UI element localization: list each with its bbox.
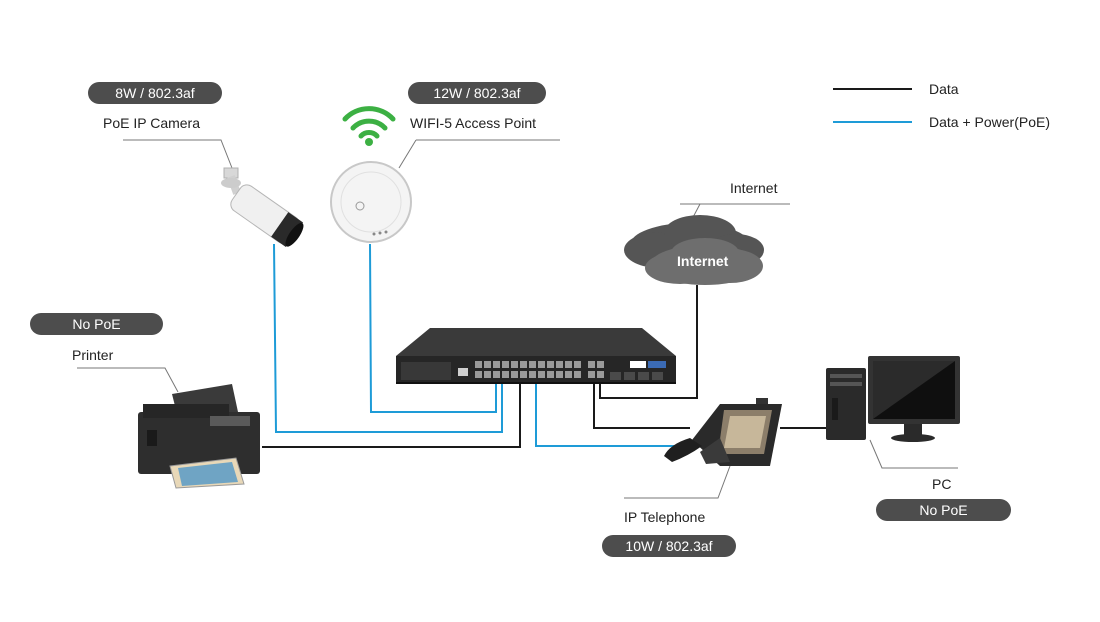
camera-poe-cable: [273, 243, 503, 433]
ethernet-port: [547, 361, 554, 368]
access-point-label: WIFI-5 Access Point: [410, 115, 537, 131]
camera-power-badge: 8W / 802.3af: [88, 82, 222, 104]
ethernet-port: [511, 371, 518, 378]
ethernet-port: [538, 361, 545, 368]
internet-data-cable: [599, 285, 698, 399]
ethernet-port: [529, 371, 536, 378]
access-point-icon: [330, 161, 412, 243]
phone-poe-cable: [535, 384, 690, 447]
ethernet-port: [493, 361, 500, 368]
sfp-port: [610, 372, 621, 380]
ethernet-port: [556, 371, 563, 378]
uplink-port: [588, 361, 595, 368]
uplink-port: [588, 371, 595, 378]
pc-label: PC: [932, 476, 952, 492]
phone-label: IP Telephone: [624, 509, 706, 525]
ethernet-port: [502, 371, 509, 378]
ethernet-port: [565, 361, 572, 368]
phone-power-badge: 10W / 802.3af: [602, 535, 736, 557]
camera-label: PoE IP Camera: [103, 115, 201, 131]
cloud-label: Internet: [677, 253, 729, 269]
camera-icon: [221, 167, 304, 248]
pc-power-badge: No PoE: [876, 499, 1011, 521]
sfp-port: [638, 372, 649, 380]
ethernet-port: [484, 361, 491, 368]
ethernet-port: [520, 361, 527, 368]
uplink-port: [597, 361, 604, 368]
ethernet-port: [493, 371, 500, 378]
ethernet-port: [484, 371, 491, 378]
cloud-icon: [624, 215, 764, 285]
ap-poe-cable: [369, 243, 497, 413]
leader-lines: [77, 139, 958, 499]
uplink-port: [597, 371, 604, 378]
switch-icon: [396, 328, 676, 384]
printer-data-cable: [262, 384, 521, 448]
cables: [262, 243, 828, 448]
internet-label: Internet: [730, 180, 778, 196]
ethernet-port: [556, 361, 563, 368]
printer-label: Printer: [72, 347, 114, 363]
ethernet-port: [574, 371, 581, 378]
wifi-dot: [365, 138, 373, 146]
sfp-port: [652, 372, 663, 380]
ethernet-port: [574, 361, 581, 368]
phone-data-cable: [593, 384, 690, 429]
ethernet-port: [511, 361, 518, 368]
ethernet-port: [475, 361, 482, 368]
ethernet-port: [547, 371, 554, 378]
legend-poe-label: Data + Power(PoE): [929, 114, 1050, 130]
ethernet-port: [475, 371, 482, 378]
ethernet-port: [538, 371, 545, 378]
ethernet-port: [502, 361, 509, 368]
computer-icon: [826, 356, 960, 442]
ethernet-port: [529, 361, 536, 368]
ethernet-port: [565, 371, 572, 378]
printer-icon: [138, 384, 260, 489]
legend-data-label: Data: [929, 81, 959, 97]
switch-ports: [475, 361, 663, 380]
wifi-icon: [342, 106, 396, 139]
phone-icon: [664, 398, 782, 466]
ap-power-badge: 12W / 802.3af: [408, 82, 546, 104]
printer-power-badge: No PoE: [30, 313, 163, 335]
ethernet-port: [520, 371, 527, 378]
sfp-port: [624, 372, 635, 380]
